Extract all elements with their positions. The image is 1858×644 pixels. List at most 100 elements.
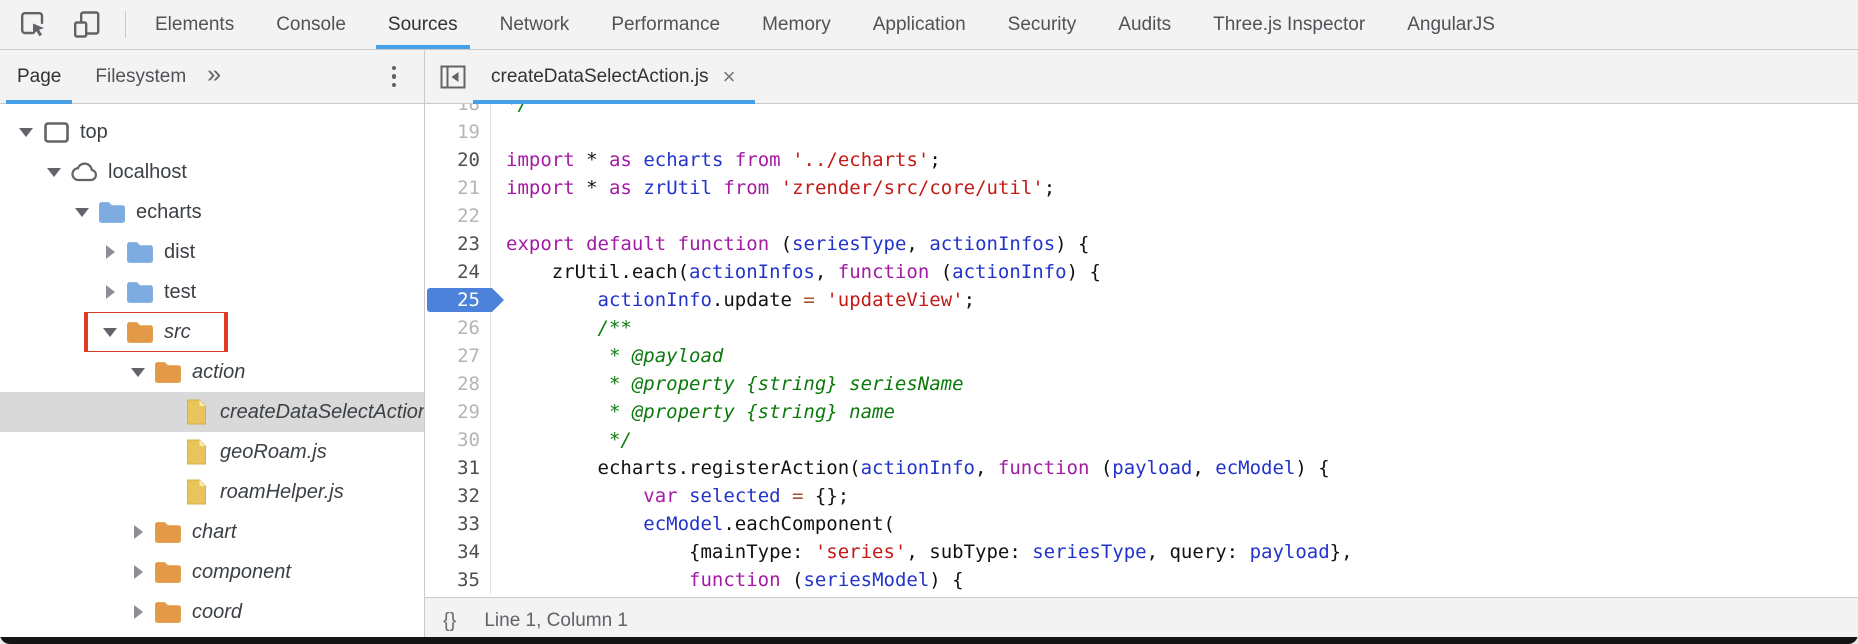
inspect-icon[interactable] — [20, 11, 47, 38]
tab-memory[interactable]: Memory — [762, 13, 831, 35]
line-number-text: 20 — [457, 149, 480, 171]
selected-line-number-marker[interactable]: 25 — [425, 286, 491, 314]
code-line: 27 * @payload — [425, 342, 1858, 370]
tree-item-chart[interactable]: chart — [0, 512, 424, 552]
device-toolbar-icon[interactable] — [73, 11, 101, 38]
chevron-right-icon[interactable] — [128, 525, 148, 539]
code-token: .update — [711, 289, 804, 311]
more-tabs-button[interactable]: » — [207, 60, 222, 88]
tab-console[interactable]: Console — [276, 13, 346, 35]
line-number[interactable]: 19 — [425, 118, 491, 146]
line-number[interactable]: 26 — [425, 314, 491, 342]
tab-angularjs[interactable]: AngularJS — [1407, 13, 1495, 35]
tab-security[interactable]: Security — [1007, 13, 1077, 35]
code-token — [506, 513, 643, 535]
chevron-down-icon[interactable] — [128, 367, 148, 377]
tree-item-echarts[interactable]: echarts — [0, 192, 424, 232]
tab-application[interactable]: Application — [872, 13, 966, 35]
tree-item-createdataselectaction-js[interactable]: createDataSelectAction.js — [0, 392, 424, 432]
line-number[interactable]: 33 — [425, 510, 491, 538]
tree-item-top[interactable]: top — [0, 112, 424, 152]
tab-elements[interactable]: Elements — [155, 13, 235, 35]
code-token: var — [643, 485, 678, 507]
code-token: ) { — [929, 569, 964, 591]
tab-three-js-inspector[interactable]: Three.js Inspector — [1213, 13, 1366, 35]
code-line: 31 echarts.registerAction(actionInfo, fu… — [425, 454, 1858, 482]
code-token — [678, 485, 689, 507]
code-token: zrUtil.each( — [506, 261, 690, 283]
line-number[interactable]: 24 — [425, 258, 491, 286]
tab-sources[interactable]: Sources — [367, 0, 479, 49]
tree-item-coord[interactable]: coord — [0, 592, 424, 632]
chevron-right-icon[interactable] — [100, 245, 120, 259]
chevron-down-icon[interactable] — [16, 127, 36, 137]
tree-item-label: coord — [192, 600, 243, 623]
line-number[interactable]: 18 — [425, 104, 491, 118]
tree-item-test[interactable]: test — [0, 272, 424, 312]
tree-item-dist[interactable]: dist — [0, 232, 424, 272]
line-number[interactable]: 22 — [425, 202, 491, 230]
code-token: ( — [780, 569, 804, 591]
tab-performance[interactable]: Performance — [611, 13, 721, 35]
sidebar-tab-page[interactable]: Page — [0, 50, 78, 104]
line-number[interactable]: 21 — [425, 174, 491, 202]
tree-item-src[interactable]: src — [0, 312, 424, 352]
code-token: from — [734, 149, 781, 171]
tree-item-georoam-js[interactable]: geoRoam.js — [0, 432, 424, 472]
line-number[interactable]: 28 — [425, 370, 491, 398]
chevron-right-icon[interactable] — [100, 285, 120, 299]
line-number[interactable]: 23 — [425, 230, 491, 258]
line-number[interactable]: 27 — [425, 342, 491, 370]
line-number-text: 23 — [457, 233, 480, 255]
chevron-down-icon[interactable] — [44, 167, 64, 177]
code-token: default — [586, 233, 667, 255]
line-number[interactable]: 20 — [425, 146, 491, 174]
code-token: import — [506, 177, 575, 199]
code-token: 'zrender/src/core/util' — [780, 177, 1044, 199]
code-text: export default function (seriesType, act… — [491, 230, 1858, 258]
editor-tab-createdataselectaction[interactable]: createDataSelectAction.js × — [473, 50, 756, 104]
code-token: , — [814, 261, 838, 283]
line-number[interactable]: 29 — [425, 398, 491, 426]
tab-network[interactable]: Network — [499, 13, 570, 35]
code-token — [506, 569, 689, 591]
chevron-right-icon[interactable] — [128, 605, 148, 619]
line-number[interactable]: 34 — [425, 538, 491, 566]
line-number[interactable]: 32 — [425, 482, 491, 510]
tree-item-localhost[interactable]: localhost — [0, 152, 424, 192]
code-line: 24 zrUtil.each(actionInfos, function (ac… — [425, 258, 1858, 286]
tab-audits[interactable]: Audits — [1118, 13, 1172, 35]
code-token: ; — [1043, 177, 1056, 199]
line-number[interactable]: 35 — [425, 566, 491, 594]
cursor-position-text: Line 1, Column 1 — [484, 610, 629, 631]
code-token — [781, 485, 792, 507]
code-text: var selected = {}; — [491, 482, 1858, 510]
chevron-down-icon[interactable] — [100, 327, 120, 337]
code-token: function — [677, 233, 770, 255]
code-token: ( — [929, 261, 953, 283]
tree-item-roamhelper-js[interactable]: roamHelper.js — [0, 472, 424, 512]
line-number[interactable]: 30 — [425, 426, 491, 454]
line-number-text: 24 — [457, 261, 480, 283]
folder-blue-icon — [96, 201, 128, 224]
code-token: payload — [1249, 541, 1330, 563]
pretty-print-button[interactable]: {} — [443, 609, 457, 632]
tree-item-action[interactable]: action — [0, 352, 424, 392]
code-token: = — [792, 485, 804, 507]
kebab-menu-icon[interactable] — [386, 60, 403, 94]
hide-navigator-icon[interactable] — [439, 63, 467, 91]
close-icon[interactable]: × — [722, 63, 736, 89]
line-number[interactable]: 31 — [425, 454, 491, 482]
line-number-text: 21 — [457, 177, 480, 199]
chevron-right-icon[interactable] — [128, 565, 148, 579]
chevron-down-icon[interactable] — [72, 207, 92, 217]
line-number-text: 33 — [457, 513, 480, 535]
code-text: ecModel.eachComponent( — [491, 510, 1858, 538]
sidebar-tab-filesystem[interactable]: Filesystem — [95, 65, 187, 87]
tree-item-component[interactable]: component — [0, 552, 424, 592]
red-highlight-box — [84, 312, 228, 352]
code-token: * @property {string} name — [506, 401, 895, 423]
